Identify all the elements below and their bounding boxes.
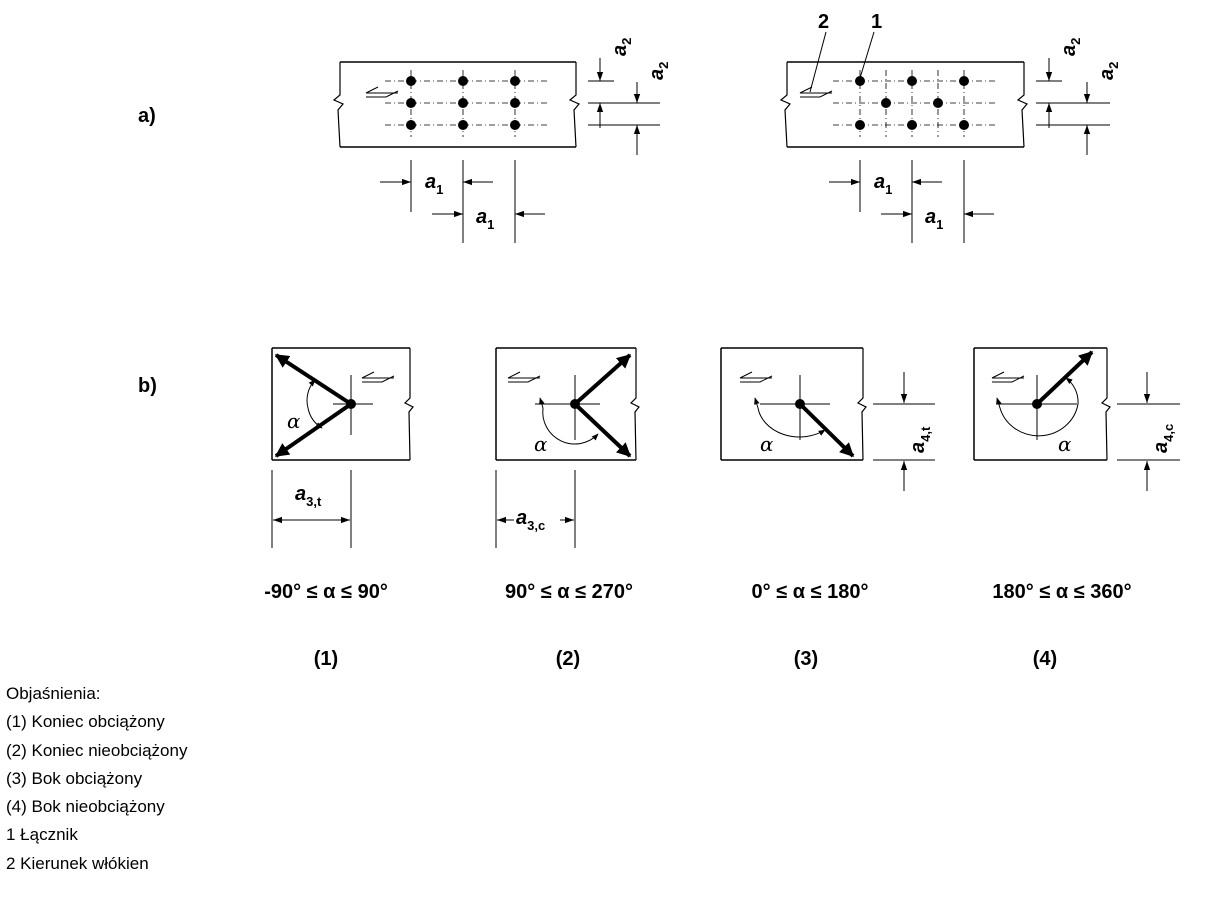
callout-fastener-number: 1 <box>871 11 882 33</box>
dimension-a3c <box>495 470 576 548</box>
angle-alpha-label: α <box>760 432 774 456</box>
dim-a4c-label: a4,c <box>1150 424 1176 453</box>
case-4-number: (4) <box>1033 648 1057 670</box>
case-3-figure <box>720 347 867 461</box>
legend-item: 1 Łącznik <box>6 825 78 845</box>
case-4-figure <box>973 347 1111 461</box>
grain-direction-icon <box>739 371 773 383</box>
case-1-number: (1) <box>314 648 338 670</box>
legend-item: (3) Bok obciążony <box>6 768 143 788</box>
dim-a2-label: a2 <box>1058 38 1083 56</box>
dim-a1-label: a1 <box>425 171 443 197</box>
legend: Objaśnienia: (1) Koniec obciążony (2) Ko… <box>6 680 187 878</box>
dimension-a2-left <box>588 58 660 155</box>
legend-item: 2 Kierunek włókien <box>6 853 149 873</box>
case-2-figure <box>495 347 640 461</box>
grain-direction-icon <box>507 371 541 383</box>
fastener-grid-left <box>406 76 520 130</box>
dim-a1-label: a1 <box>874 171 892 197</box>
grain-direction-icon <box>365 86 399 98</box>
part-a-label: a) <box>138 105 156 127</box>
dimension-a4c <box>1117 372 1180 491</box>
case-3-condition: 0° ≤ α ≤ 180° <box>752 581 869 603</box>
dimension-a1-right <box>829 160 994 243</box>
case-2-number: (2) <box>556 648 580 670</box>
dim-a2-label: a2 <box>609 38 634 56</box>
legend-item: (1) Koniec obciążony <box>6 712 165 732</box>
part-b-label: b) <box>138 375 157 397</box>
dim-a3c-label: a3,c <box>516 507 545 533</box>
dimension-a3t <box>271 470 352 548</box>
angle-alpha-label: α <box>534 432 548 456</box>
dim-a1-label: a1 <box>925 206 943 232</box>
member-a-right <box>779 31 1028 148</box>
legend-item: (2) Koniec nieobciążony <box>6 740 188 760</box>
case-2-condition: 90° ≤ α ≤ 270° <box>505 581 633 603</box>
dim-a2-label: a2 <box>1096 62 1121 80</box>
grain-direction-icon <box>361 371 395 383</box>
dim-a1-label: a1 <box>476 206 494 232</box>
angle-alpha-label: α <box>287 409 301 433</box>
angle-alpha-label: α <box>1058 432 1072 456</box>
dimension-a4t <box>873 372 935 491</box>
legend-item: (4) Bok nieobciążony <box>6 797 165 817</box>
case-3-number: (3) <box>794 648 818 670</box>
case-1-condition: -90° ≤ α ≤ 90° <box>264 581 388 603</box>
case-1-figure <box>271 347 414 461</box>
dim-a4t-label: a4,t <box>907 426 933 453</box>
dimension-a1-left <box>380 160 545 243</box>
legend-title: Objaśnienia: <box>6 684 101 703</box>
grain-direction-icon <box>991 371 1025 383</box>
dim-a3t-label: a3,t <box>295 483 322 509</box>
dimension-a2-right <box>1036 58 1110 155</box>
member-a-left <box>332 61 580 148</box>
grain-direction-icon <box>799 86 833 98</box>
callout-grain-number: 2 <box>818 11 829 33</box>
case-4-condition: 180° ≤ α ≤ 360° <box>992 581 1131 603</box>
fastener-grid-right <box>855 76 969 130</box>
dim-a2-label: a2 <box>646 62 671 80</box>
